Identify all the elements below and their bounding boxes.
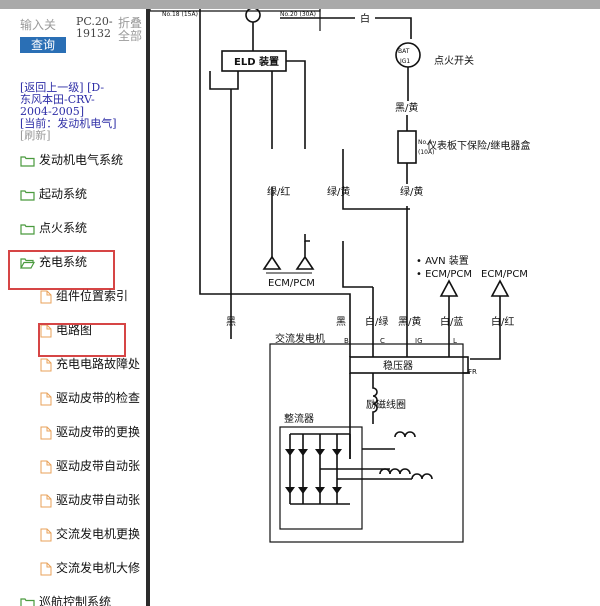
pc-code: PC.20- 19132	[76, 16, 113, 40]
ignition-switch-label: 点火开关	[434, 54, 474, 67]
folder-icon	[20, 597, 35, 606]
pc-code-line1: PC.20-	[76, 15, 113, 28]
folder-icon	[20, 223, 35, 235]
white-red-label: 白/红	[491, 315, 514, 328]
pin-c-label: C	[380, 337, 385, 345]
tree-item-belt-replacement[interactable]: 驱动皮带的更换	[40, 418, 140, 446]
pin-fr-label: FR	[468, 368, 477, 376]
white-blue-label: 白/蓝	[440, 315, 463, 328]
tree-folder-starting[interactable]: 起动系统	[20, 180, 87, 208]
pc-code-line2: 19132	[76, 27, 111, 40]
tree-item-label: 交流发电机大修	[56, 561, 141, 575]
page-icon	[40, 528, 52, 541]
tree-folder-label: 充电系统	[39, 255, 88, 269]
page-icon	[40, 426, 52, 439]
field-coil-label: 励磁线圈	[366, 398, 406, 411]
tree-item-tensioner-1[interactable]: 驱动皮带自动张	[40, 452, 140, 480]
collapse-line2: 全部	[118, 29, 143, 43]
black-yellow-label-2: 黑/黄	[398, 315, 421, 328]
ecm-pcm-left-label: ECM/PCM	[268, 278, 315, 289]
path-text-1: [D-	[87, 81, 105, 94]
tree-folder-label: 发动机电气系统	[39, 153, 124, 167]
tree-folder-charging[interactable]: 充电系统	[20, 248, 87, 276]
eld-label: ELD 装置	[234, 55, 279, 68]
white-green-label: 白/绿	[365, 315, 388, 328]
path-text-2: 东风本田-CRV-	[20, 93, 95, 106]
green-yellow-label-2: 绿/黄	[400, 185, 423, 198]
tree-item-component-index[interactable]: 组件位置索引	[40, 282, 128, 310]
ecm-pcm-right-label: ECM/PCM	[481, 269, 528, 280]
black-label: 黑	[226, 316, 236, 328]
folder-open-icon	[20, 257, 35, 269]
tree-item-belt-inspection[interactable]: 驱动皮带的检查	[40, 384, 140, 412]
pin-l-label: L	[453, 337, 457, 345]
white-wire-label: 白	[360, 12, 370, 25]
tree-folder-label: 起动系统	[39, 187, 88, 201]
regulator-label: 稳压器	[383, 359, 413, 372]
sidebar: 输入关 查询 PC.20- 19132 折叠 全部 [返回上一级] [D- 东风…	[0, 9, 146, 606]
nav-path: [返回上一级] [D- 东风本田-CRV- 2004-2005] [当前：发动机…	[20, 82, 142, 142]
pin-ig-label: IG	[415, 337, 423, 345]
tree-item-troubleshooting[interactable]: 充电电路故障处	[40, 350, 140, 378]
folder-icon	[20, 155, 35, 167]
green-yellow-label: 绿/黄	[327, 185, 350, 198]
fuse-box-label: 仪表板下保险/继电器盒	[427, 139, 530, 152]
frame-divider[interactable]	[146, 9, 150, 606]
page-icon	[40, 392, 52, 405]
fuse-18-label: No.18 (15A)	[162, 11, 198, 18]
ecm-pcm-mid-label: • ECM/PCM	[416, 269, 472, 280]
current-link[interactable]: [当前：发动机电气]	[20, 117, 117, 130]
page-icon	[40, 290, 52, 303]
tree-item-label: 充电电路故障处	[56, 357, 141, 371]
highlight-charging	[8, 250, 115, 290]
tree-folder-engine-electrical[interactable]: 发动机电气系统	[20, 146, 123, 174]
black-label-2: 黑	[336, 316, 346, 328]
folder-icon	[20, 189, 35, 201]
highlight-circuit-diagram	[38, 323, 126, 357]
circuit-diagram: No.18 (15A) No.20 (30A) 白 BAT IG1 点火开关 黑…	[150, 9, 600, 606]
tree-item-label: 驱动皮带自动张	[56, 459, 141, 473]
pin-b-label: B	[344, 337, 349, 345]
refresh-link[interactable]: [刷新]	[20, 129, 51, 142]
fuse-no-label: No.4	[418, 139, 432, 146]
tree-item-label: 驱动皮带的检查	[56, 391, 141, 405]
tree-folder-label: 巡航控制系统	[39, 595, 112, 606]
tree-item-label: 驱动皮带自动张	[56, 493, 141, 507]
black-yellow-label: 黑/黄	[395, 101, 418, 114]
page-icon	[40, 562, 52, 575]
tree-folder-ignition[interactable]: 点火系统	[20, 214, 87, 242]
page-icon	[40, 358, 52, 371]
tree-item-tensioner-2[interactable]: 驱动皮带自动张	[40, 486, 140, 514]
tree-folder-cruise[interactable]: 巡航控制系统	[20, 588, 111, 606]
page-icon	[40, 460, 52, 473]
path-text-3: 2004-2005]	[20, 105, 84, 118]
fuse-20-label: No.20 (30A)	[280, 11, 316, 18]
search-label: 输入关	[20, 18, 57, 32]
collapse-all-link[interactable]: 折叠 全部	[118, 17, 142, 43]
tree-item-label: 交流发电机更换	[56, 527, 141, 541]
tree-item-alternator-overhaul[interactable]: 交流发电机大修	[40, 554, 140, 582]
circuit-diagram-svg: No.18 (15A) No.20 (30A) 白 BAT IG1 点火开关 黑…	[150, 9, 530, 543]
fuse-amp-label: (10A)	[418, 149, 434, 156]
tree-item-label: 组件位置索引	[56, 289, 129, 303]
collapse-line1: 折叠	[118, 16, 143, 30]
green-red-label: 绿/红	[267, 185, 290, 198]
page-icon	[40, 494, 52, 507]
top-bar	[0, 0, 600, 9]
tree-item-label: 驱动皮带的更换	[56, 425, 141, 439]
rectifier-label: 整流器	[284, 412, 314, 425]
back-link[interactable]: [返回上一级]	[20, 81, 84, 94]
avn-label: • AVN 装置	[416, 254, 469, 267]
ig1-label: IG1	[400, 58, 410, 65]
bat-label: BAT	[398, 48, 410, 55]
alternator-label: 交流发电机	[275, 332, 325, 345]
tree-folder-label: 点火系统	[39, 221, 88, 235]
search-button[interactable]: 查询	[20, 37, 66, 53]
tree-item-alternator-replace[interactable]: 交流发电机更换	[40, 520, 140, 548]
tree-item-label: 电路图	[56, 323, 93, 337]
